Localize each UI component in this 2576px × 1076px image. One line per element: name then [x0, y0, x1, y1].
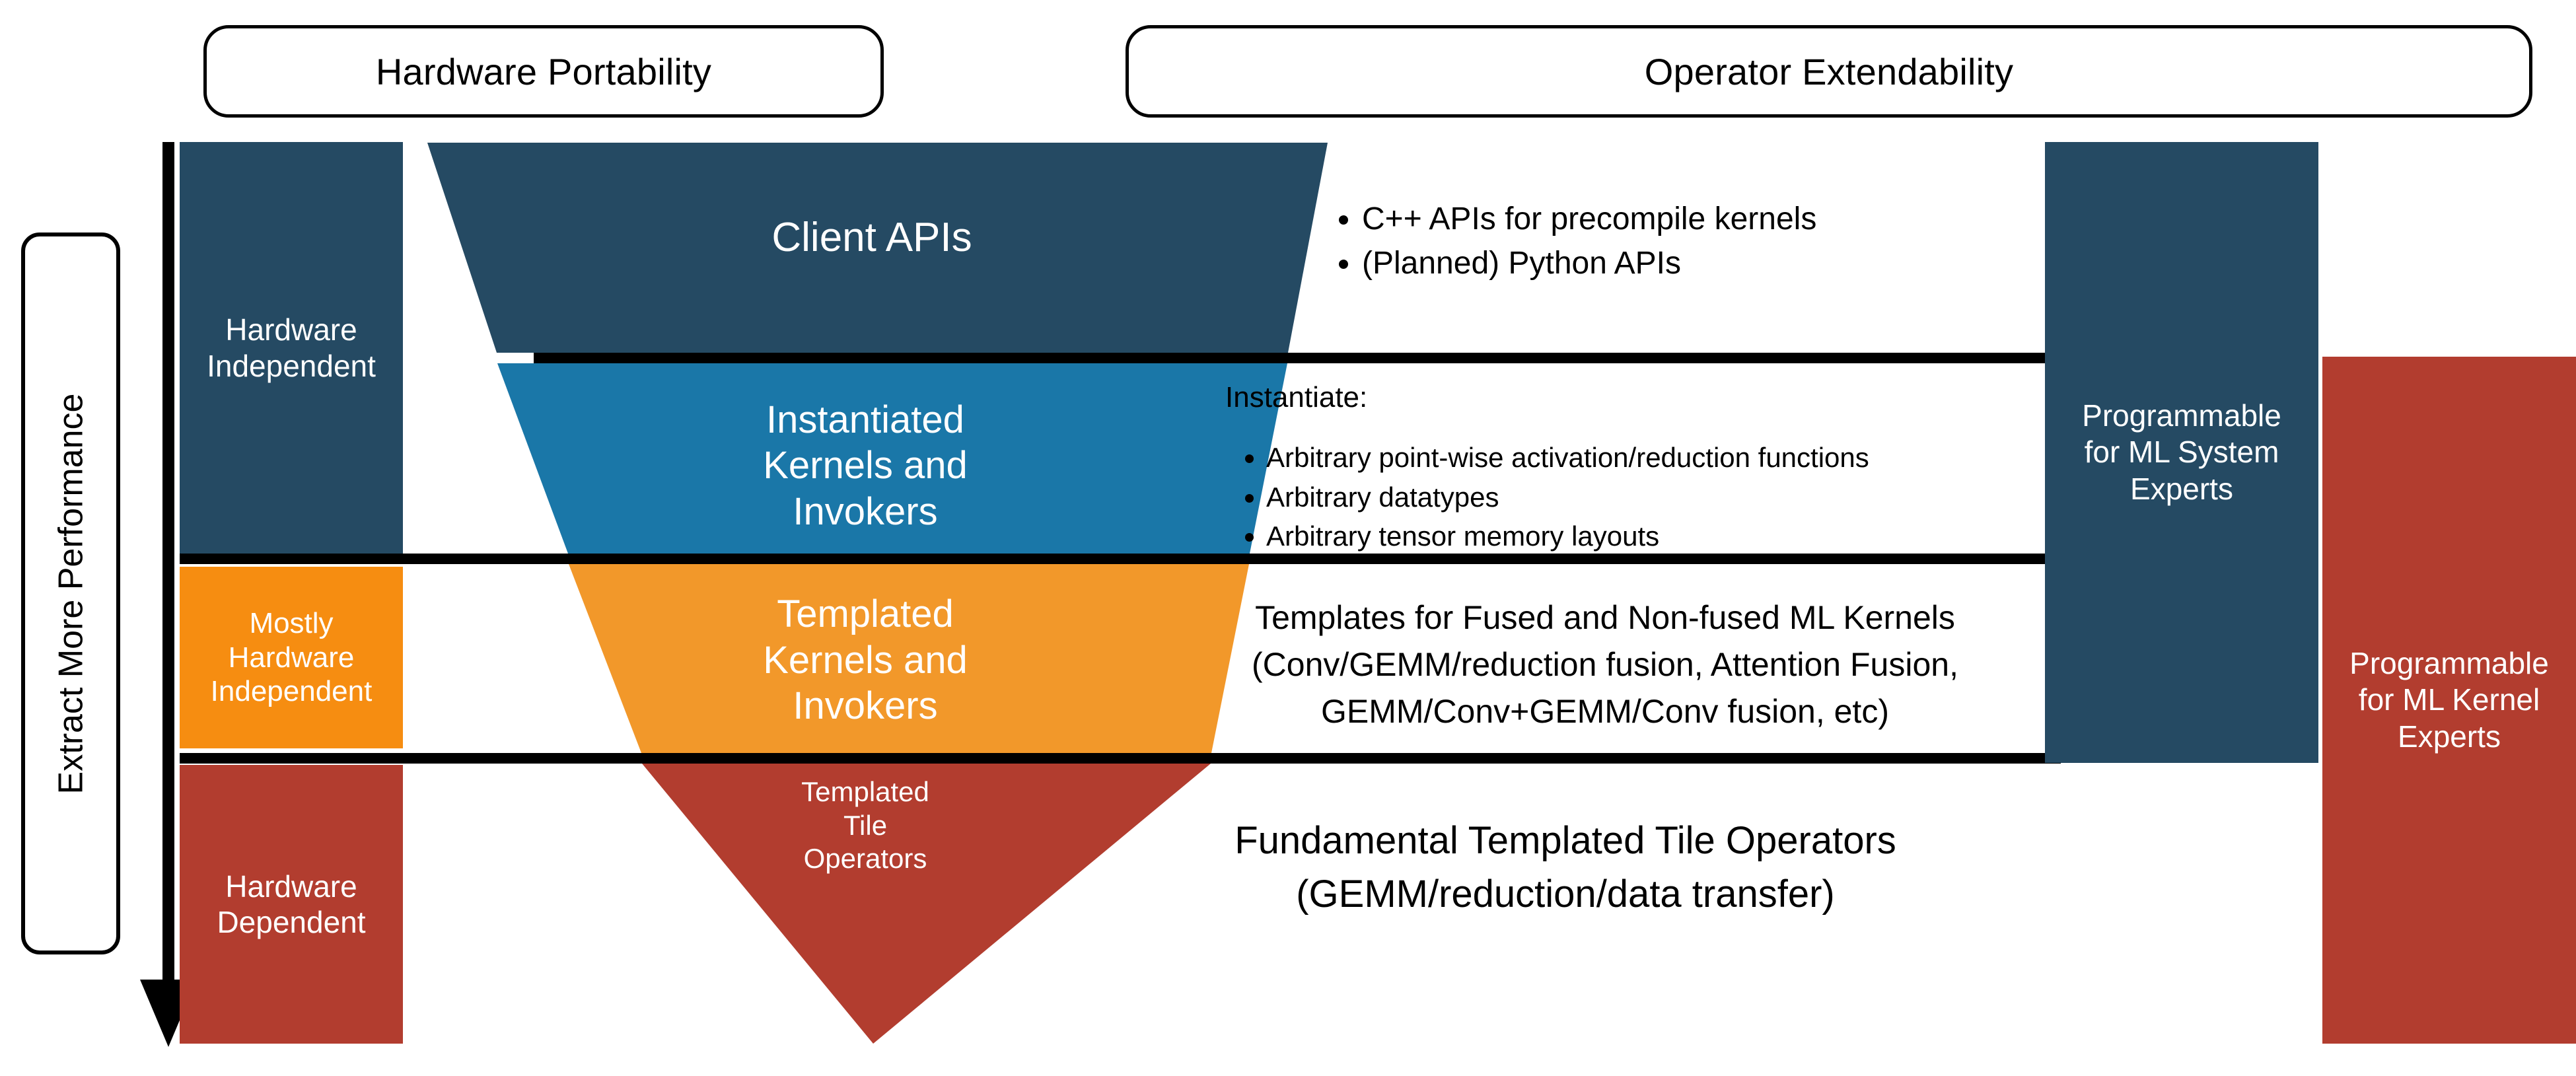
divider-rule-3 [180, 753, 2061, 764]
description-instantiated-kernels: Instantiate: Arbitrary point-wise activa… [1225, 378, 2057, 557]
description-line: GEMM/Conv+GEMM/Conv fusion, etc) [1321, 693, 1889, 730]
list-item: C++ APIs for precompile kernels [1362, 198, 2021, 240]
list-item: Arbitrary datatypes [1266, 479, 2057, 515]
list-item: Arbitrary point-wise activation/reductio… [1266, 439, 2057, 476]
header-pill-operator-extendability-label: Operator Extendability [1644, 50, 2014, 92]
divider-rule-2 [180, 554, 2061, 564]
header-pill-hardware-portability-label: Hardware Portability [375, 50, 712, 92]
list-item: Arbitrary tensor memory layouts [1266, 518, 2057, 554]
description-client-apis: C++ APIs for precompile kernels (Planned… [1321, 198, 2021, 287]
list-item: (Planned) Python APIs [1362, 242, 2021, 284]
description-line: Templates for Fused and Non-fused ML Ker… [1255, 599, 1955, 636]
extract-more-performance-box: Extract More Performance [21, 233, 120, 954]
description-templated-kernels: Templates for Fused and Non-fused ML Ker… [1163, 594, 2048, 735]
extract-more-performance-label: Extract More Performance [52, 393, 90, 794]
header-pill-operator-extendability: Operator Extendability [1126, 25, 2532, 118]
description-line: Fundamental Templated Tile Operators [1234, 819, 1896, 862]
divider-rule-1 [534, 353, 2061, 363]
funnel-label-client-apis: Client APIs [528, 198, 1215, 277]
description-client-apis-list: C++ APIs for precompile kernels (Planned… [1321, 198, 2021, 285]
header-pill-hardware-portability: Hardware Portability [203, 25, 884, 118]
description-templated-tile-operators: Fundamental Templated Tile Operators (GE… [1096, 814, 2034, 921]
description-line: (GEMM/reduction/data transfer) [1296, 873, 1835, 916]
funnel-label-client-apis-text: Client APIs [771, 214, 972, 260]
description-instantiated-kernels-lead: Instantiate: [1225, 381, 1368, 413]
description-instantiated-kernels-list: Arbitrary point-wise activation/reductio… [1225, 439, 2057, 554]
description-line: (Conv/GEMM/reduction fusion, Attention F… [1252, 646, 1958, 683]
